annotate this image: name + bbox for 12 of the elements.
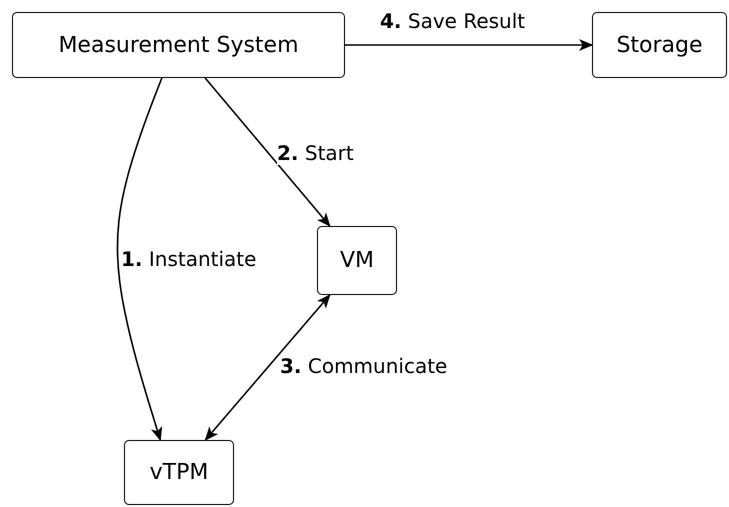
arrow (345, 39, 594, 51)
node-label: Storage (616, 32, 703, 58)
node-label: vTPM (150, 460, 208, 485)
node-label: VM (340, 248, 374, 273)
process-box (317, 226, 397, 295)
process-box (124, 440, 234, 505)
process-box (592, 12, 727, 78)
arrow (116, 78, 163, 442)
arrow (204, 77, 331, 227)
node-label: Measurement System (58, 32, 299, 58)
arrow (204, 294, 331, 441)
process-box (12, 12, 345, 78)
